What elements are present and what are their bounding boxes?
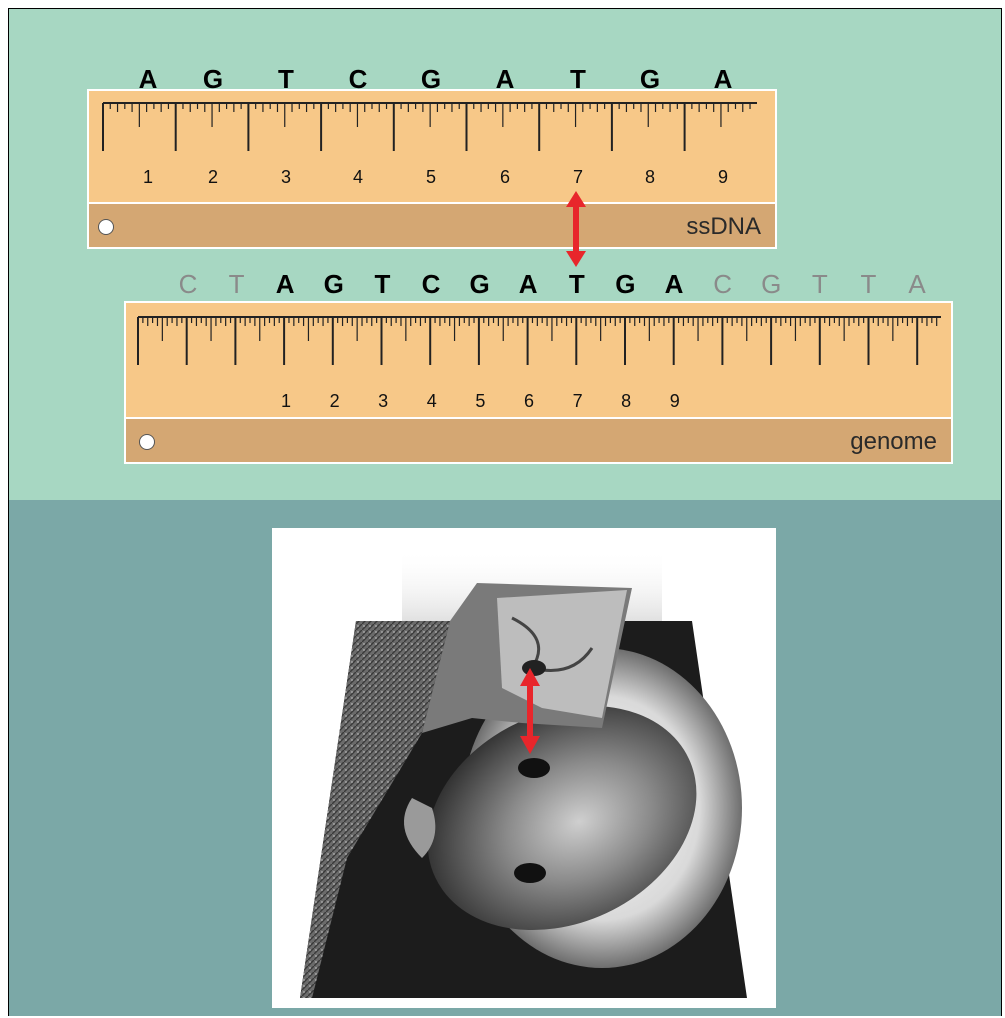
genome-ruler-ticks [126, 303, 951, 421]
ruler-number: 3 [378, 391, 388, 412]
genome-label: genome [850, 428, 937, 456]
genome-base: T [374, 271, 390, 297]
ruler-number: 9 [670, 391, 680, 412]
ruler-number: 1 [143, 167, 153, 188]
genome-base: G [469, 271, 489, 297]
photo-analogy-panel [9, 500, 1001, 1016]
ruler-number: 2 [208, 167, 218, 188]
genome-ruler: 1 2 3 4 5 6 7 8 9 genome [124, 301, 953, 464]
ruler-number: 8 [645, 167, 655, 188]
ruler-number: 1 [281, 391, 291, 412]
genome-base: T [229, 271, 245, 297]
ruler-number: 5 [426, 167, 436, 188]
genome-base: G [324, 271, 344, 297]
folded-portrait-illustration [272, 528, 776, 1008]
ruler-number: 6 [524, 391, 534, 412]
genome-base: G [761, 271, 781, 297]
folded-portrait-card [272, 528, 776, 1008]
ruler-number: 8 [621, 391, 631, 412]
genome-base: T [860, 271, 876, 297]
ssdna-ruler-ticks [89, 91, 775, 206]
genome-base: A [665, 271, 684, 297]
genome-base: C [422, 271, 441, 297]
ruler-number: 7 [573, 167, 583, 188]
ruler-number: 6 [500, 167, 510, 188]
genome-base: T [569, 271, 585, 297]
ruler-number: 2 [330, 391, 340, 412]
genome-ruler-hole [139, 434, 155, 450]
ruler-number: 9 [718, 167, 728, 188]
genome-base: C [179, 271, 198, 297]
ruler-number: 4 [427, 391, 437, 412]
genome-base: T [812, 271, 828, 297]
ssdna-ruler: 1 2 3 4 5 6 7 8 9 ssDNA [87, 89, 777, 249]
ssdna-ruler-strip [89, 202, 775, 247]
ssdna-label: ssDNA [686, 213, 761, 241]
ruler-number: 7 [573, 391, 583, 412]
genome-ruler-strip [126, 417, 951, 462]
genome-base: C [713, 271, 732, 297]
genome-base: G [615, 271, 635, 297]
genome-base: A [276, 271, 295, 297]
ssdna-ruler-hole [98, 219, 114, 235]
genome-base: A [908, 271, 925, 297]
ruler-number: 5 [475, 391, 485, 412]
ruler-number: 3 [281, 167, 291, 188]
alignment-double-arrow [561, 189, 591, 269]
ruler-number: 4 [353, 167, 363, 188]
genome-base: A [519, 271, 538, 297]
